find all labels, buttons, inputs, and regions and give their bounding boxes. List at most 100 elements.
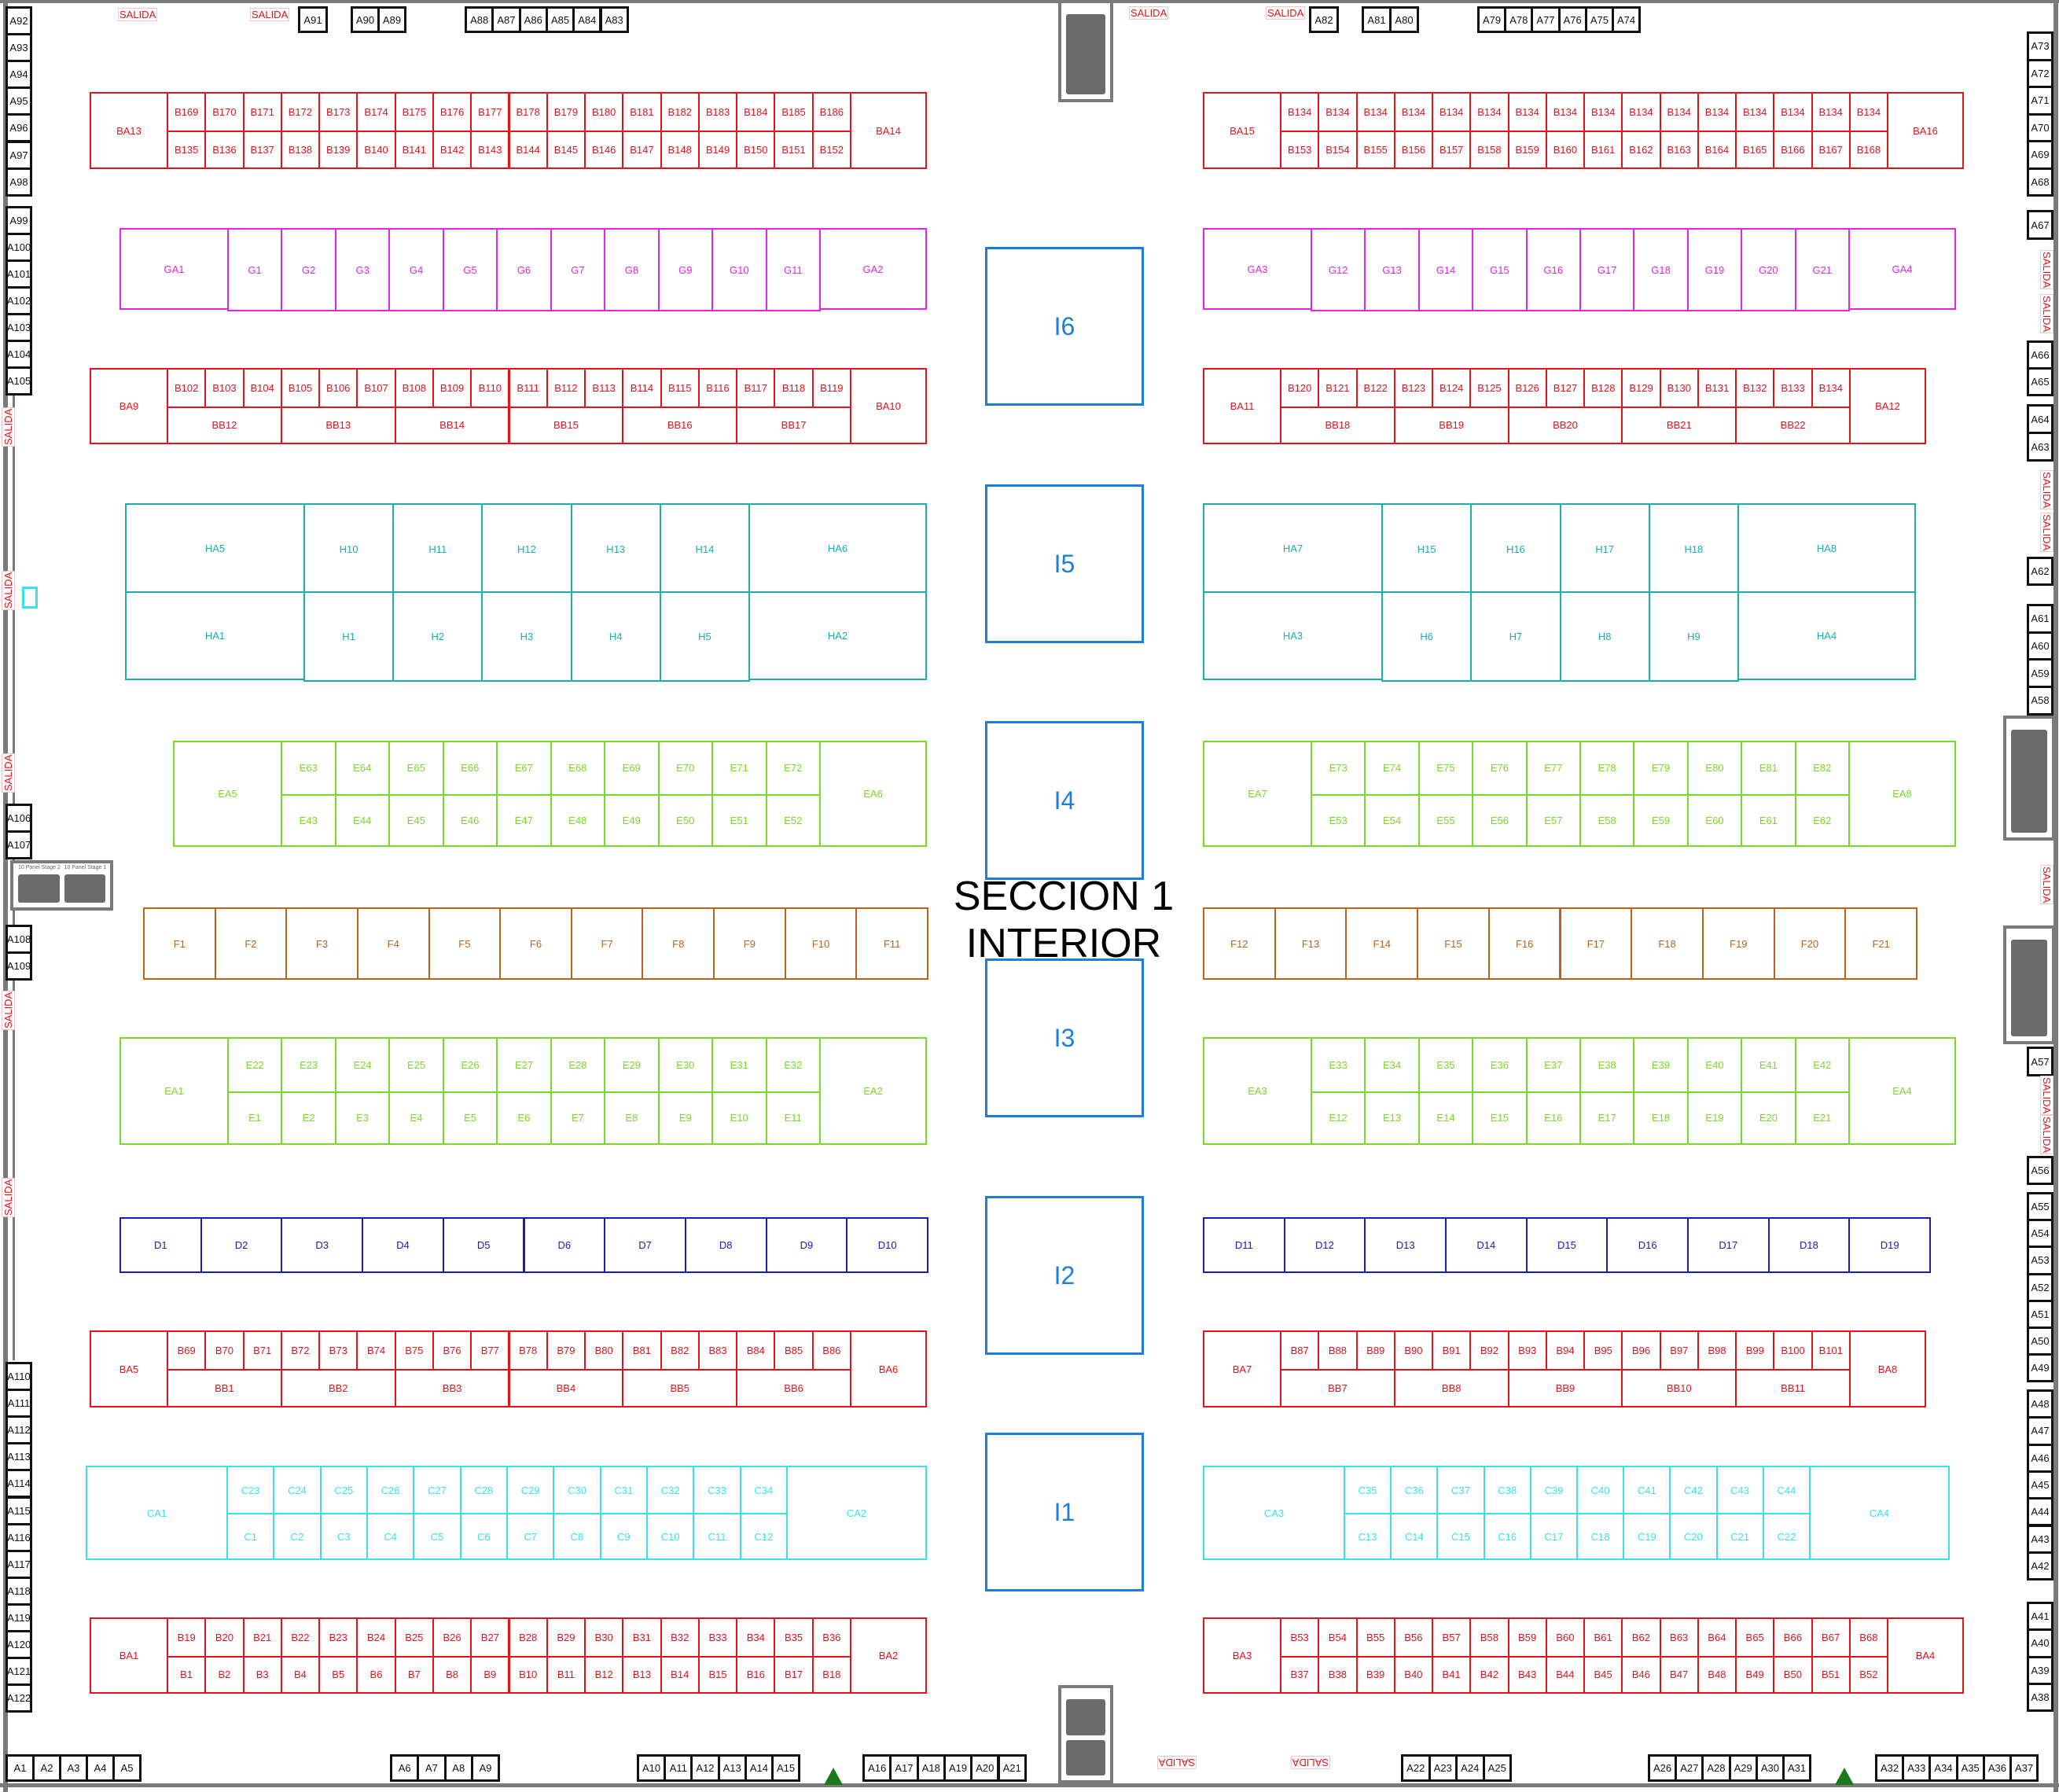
- booth[interactable]: C3: [319, 1513, 368, 1560]
- booth[interactable]: G15: [1472, 228, 1528, 311]
- booth-a121[interactable]: A121: [6, 1657, 32, 1687]
- booth[interactable]: E23: [281, 1037, 336, 1093]
- booth[interactable]: B140: [356, 131, 396, 169]
- booth[interactable]: E69: [604, 741, 660, 796]
- booth[interactable]: H15: [1381, 503, 1473, 594]
- booth[interactable]: E82: [1794, 741, 1850, 796]
- booth[interactable]: E9: [657, 1091, 714, 1145]
- booth-a29[interactable]: A29: [1728, 1754, 1758, 1782]
- booth-a32[interactable]: A32: [1875, 1754, 1905, 1782]
- booth-a74[interactable]: A74: [1612, 6, 1642, 33]
- booth-a84[interactable]: A84: [572, 6, 602, 33]
- booth[interactable]: B172: [280, 92, 321, 132]
- booth[interactable]: B111: [508, 368, 548, 408]
- booth[interactable]: E45: [388, 793, 444, 847]
- booth-ba8[interactable]: BA8: [1849, 1330, 1926, 1407]
- booth[interactable]: F21: [1844, 907, 1917, 980]
- booth[interactable]: C41: [1623, 1466, 1671, 1514]
- booth[interactable]: E70: [657, 741, 713, 796]
- booth[interactable]: H13: [570, 503, 661, 594]
- booth[interactable]: C26: [366, 1466, 415, 1514]
- booth[interactable]: B129: [1621, 368, 1661, 408]
- booth-a73[interactable]: A73: [2027, 31, 2053, 61]
- booth-a58[interactable]: A58: [2027, 686, 2053, 716]
- booth[interactable]: B13: [622, 1655, 662, 1694]
- booth[interactable]: E21: [1794, 1091, 1850, 1145]
- island-i4[interactable]: I4: [985, 721, 1144, 880]
- booth[interactable]: B2: [204, 1655, 245, 1694]
- booth[interactable]: B134: [1318, 92, 1358, 132]
- booth-ba4[interactable]: BA4: [1887, 1617, 1964, 1694]
- booth-a12[interactable]: A12: [690, 1754, 720, 1782]
- booth[interactable]: BB21: [1621, 406, 1737, 444]
- booth[interactable]: F9: [713, 907, 786, 980]
- booth[interactable]: E14: [1417, 1091, 1474, 1145]
- booth[interactable]: E73: [1311, 741, 1366, 796]
- booth[interactable]: B103: [204, 368, 245, 408]
- booth[interactable]: E76: [1472, 741, 1528, 796]
- booth[interactable]: E10: [711, 1091, 767, 1145]
- booth-a14[interactable]: A14: [744, 1754, 774, 1782]
- booth[interactable]: B171: [242, 92, 282, 132]
- booth[interactable]: BB2: [280, 1369, 396, 1407]
- booth[interactable]: B95: [1583, 1330, 1623, 1371]
- booth-ba5[interactable]: BA5: [90, 1330, 168, 1407]
- booth[interactable]: G12: [1311, 228, 1366, 311]
- booth[interactable]: C35: [1344, 1466, 1392, 1514]
- booth[interactable]: B23: [318, 1617, 358, 1658]
- booth-a91[interactable]: A91: [298, 6, 328, 33]
- booth[interactable]: B134: [1659, 92, 1699, 132]
- booth-a108[interactable]: A108: [6, 925, 32, 954]
- booth-a107[interactable]: A107: [6, 830, 32, 859]
- booth-a83[interactable]: A83: [599, 6, 629, 33]
- booth[interactable]: D9: [765, 1217, 848, 1273]
- booth[interactable]: B7: [394, 1655, 434, 1694]
- booth[interactable]: C21: [1715, 1513, 1764, 1560]
- booth[interactable]: B87: [1280, 1330, 1320, 1371]
- booth[interactable]: B186: [811, 92, 851, 132]
- booth-ca1[interactable]: CA1: [86, 1466, 228, 1560]
- booth[interactable]: B48: [1697, 1655, 1737, 1694]
- booth[interactable]: B46: [1621, 1655, 1661, 1694]
- booth[interactable]: B61: [1583, 1617, 1623, 1658]
- booth[interactable]: B1: [167, 1655, 207, 1694]
- booth[interactable]: B74: [356, 1330, 396, 1371]
- booth[interactable]: B58: [1469, 1617, 1509, 1658]
- booth-ca3[interactable]: CA3: [1203, 1466, 1345, 1560]
- booth-a92[interactable]: A92: [6, 6, 32, 36]
- booth[interactable]: B145: [546, 131, 586, 169]
- booth-ea6[interactable]: EA6: [819, 741, 927, 847]
- booth[interactable]: BB15: [508, 406, 624, 444]
- booth[interactable]: B98: [1697, 1330, 1737, 1371]
- booth-ea8[interactable]: EA8: [1848, 741, 1956, 847]
- booth[interactable]: E34: [1364, 1037, 1420, 1093]
- booth-a119[interactable]: A119: [6, 1602, 32, 1632]
- booth-a62[interactable]: A62: [2027, 557, 2053, 586]
- booth-a6[interactable]: A6: [390, 1754, 420, 1782]
- booth[interactable]: B52: [1848, 1655, 1888, 1694]
- booth[interactable]: B28: [508, 1617, 548, 1658]
- booth[interactable]: D14: [1445, 1217, 1528, 1273]
- booth[interactable]: E63: [281, 741, 336, 796]
- booth[interactable]: B137: [242, 131, 282, 169]
- booth-a3[interactable]: A3: [59, 1754, 88, 1782]
- booth[interactable]: B134: [1469, 92, 1509, 132]
- booth[interactable]: G19: [1686, 228, 1743, 311]
- booth-a59[interactable]: A59: [2027, 658, 2053, 689]
- booth[interactable]: B96: [1621, 1330, 1661, 1371]
- booth[interactable]: B39: [1355, 1655, 1395, 1694]
- booth[interactable]: B146: [584, 131, 624, 169]
- booth[interactable]: B165: [1735, 131, 1775, 169]
- booth[interactable]: B134: [1697, 92, 1737, 132]
- booth[interactable]: D11: [1203, 1217, 1285, 1273]
- booth-a15[interactable]: A15: [771, 1754, 801, 1782]
- booth-a95[interactable]: A95: [6, 86, 32, 116]
- booth[interactable]: H11: [392, 503, 483, 594]
- booth[interactable]: B81: [622, 1330, 662, 1371]
- booth[interactable]: B124: [1432, 368, 1472, 408]
- booth[interactable]: G6: [496, 228, 552, 311]
- booth[interactable]: E48: [550, 793, 605, 847]
- booth-a102[interactable]: A102: [6, 286, 32, 315]
- booth[interactable]: B40: [1393, 1655, 1433, 1694]
- booth-a118[interactable]: A118: [6, 1576, 32, 1606]
